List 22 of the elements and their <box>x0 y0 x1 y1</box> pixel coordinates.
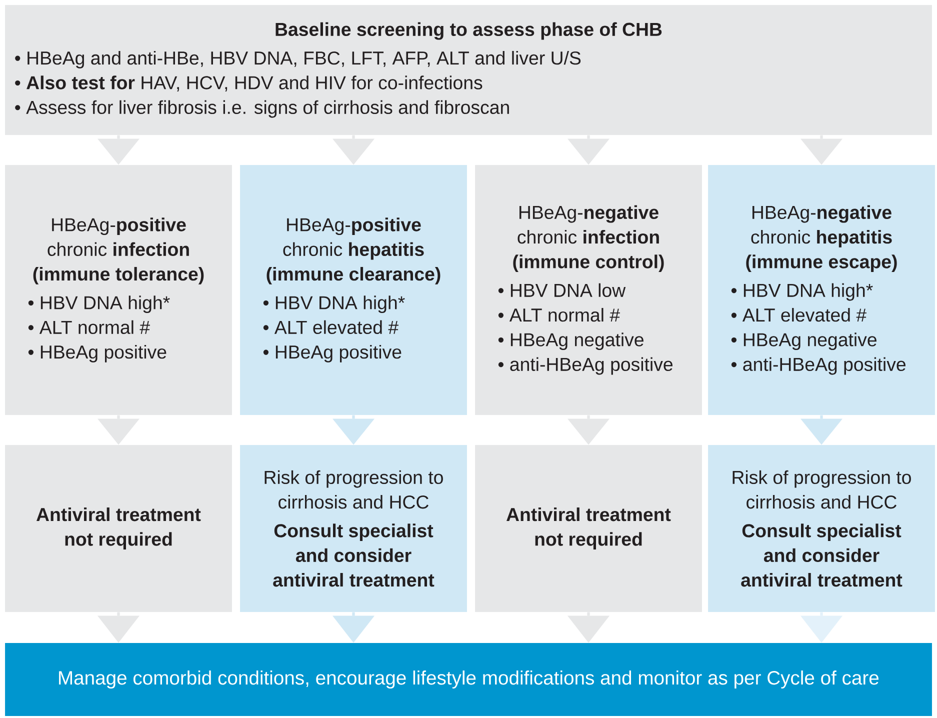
chevron-arrow <box>800 135 843 165</box>
phase-box: HBeAg-positive chronic infection (immune tolerance) • HBV DNA high* • ALT normal # • HBeAg positive <box>5 165 232 415</box>
outcome-box: Antiviral treatment not required <box>5 445 232 612</box>
chevron-arrow <box>98 135 140 165</box>
chevron-arrow <box>98 612 140 643</box>
chevron-arrow <box>568 612 610 643</box>
chevron-arrow <box>98 415 140 445</box>
chevron-arrow <box>332 612 374 643</box>
chevron-arrow <box>800 612 843 643</box>
outcome-box: Antiviral treatment not required <box>475 445 702 612</box>
management-bar: Manage comorbid conditions, encourage lifestyle modifications and monitor as per Cycle of care <box>5 642 932 716</box>
phase-box: HBeAg-negative chronic infection (immune control) • HBV DNA low • ALT normal # • HBeAg negative • anti-HBeAg positive <box>475 165 702 415</box>
outcome-box: Risk of progression to cirrhosis and HCC Consult specialist and consider antiviral treatment <box>240 445 467 612</box>
chevron-arrow <box>332 415 374 445</box>
chevron-arrow <box>568 415 610 445</box>
screening-box: Baseline screening to assess phase of CHB • HBeAg and anti-HBe, HBV DNA, FBC, LFT, AFP, ALT and liver U/S • Also test for HAV, HCV, HDV and HIV for co-infections • Assess for liver fibrosis i.e. signs of cirrhosis and fibroscan <box>5 5 932 135</box>
chevron-arrow <box>332 135 374 165</box>
phase-box: HBeAg-negative chronic hepatitis (immune escape) • HBV DNA high* • ALT elevated # • HBeAg negative • anti-HBeAg positive <box>708 165 935 415</box>
chevron-arrow <box>568 135 610 165</box>
outcome-box: Risk of progression to cirrhosis and HCC Consult specialist and consider antiviral treatment <box>708 445 935 612</box>
chevron-arrow <box>800 415 843 445</box>
phase-box: HBeAg-positive chronic hepatitis (immune clearance) • HBV DNA high* • ALT elevated # • HBeAg positive <box>240 165 467 415</box>
